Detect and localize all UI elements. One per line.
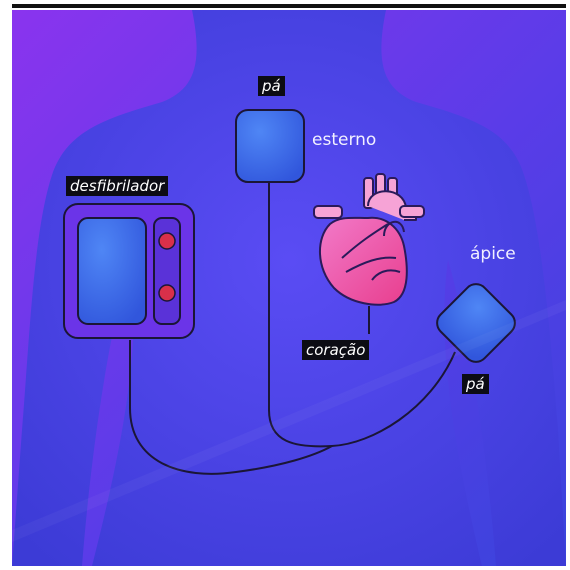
sternum-label: esterno [312,130,376,150]
apex-label: ápice [470,244,516,264]
defibrillator-label: desfibrilador [66,176,168,196]
paddle-apex-label: pá [462,374,489,394]
top-border [12,4,566,8]
illustration: pá esterno desfibrilador ápice coração p… [12,10,566,566]
paddle-sternum-label: pá [258,76,285,96]
paddle-sternum [236,110,304,182]
defibrillator-device [64,204,194,338]
indicator-light-top [159,233,175,249]
indicator-light-bottom [159,285,175,301]
heart-label: coração [302,340,369,360]
defibrillation-diagram [12,10,566,566]
